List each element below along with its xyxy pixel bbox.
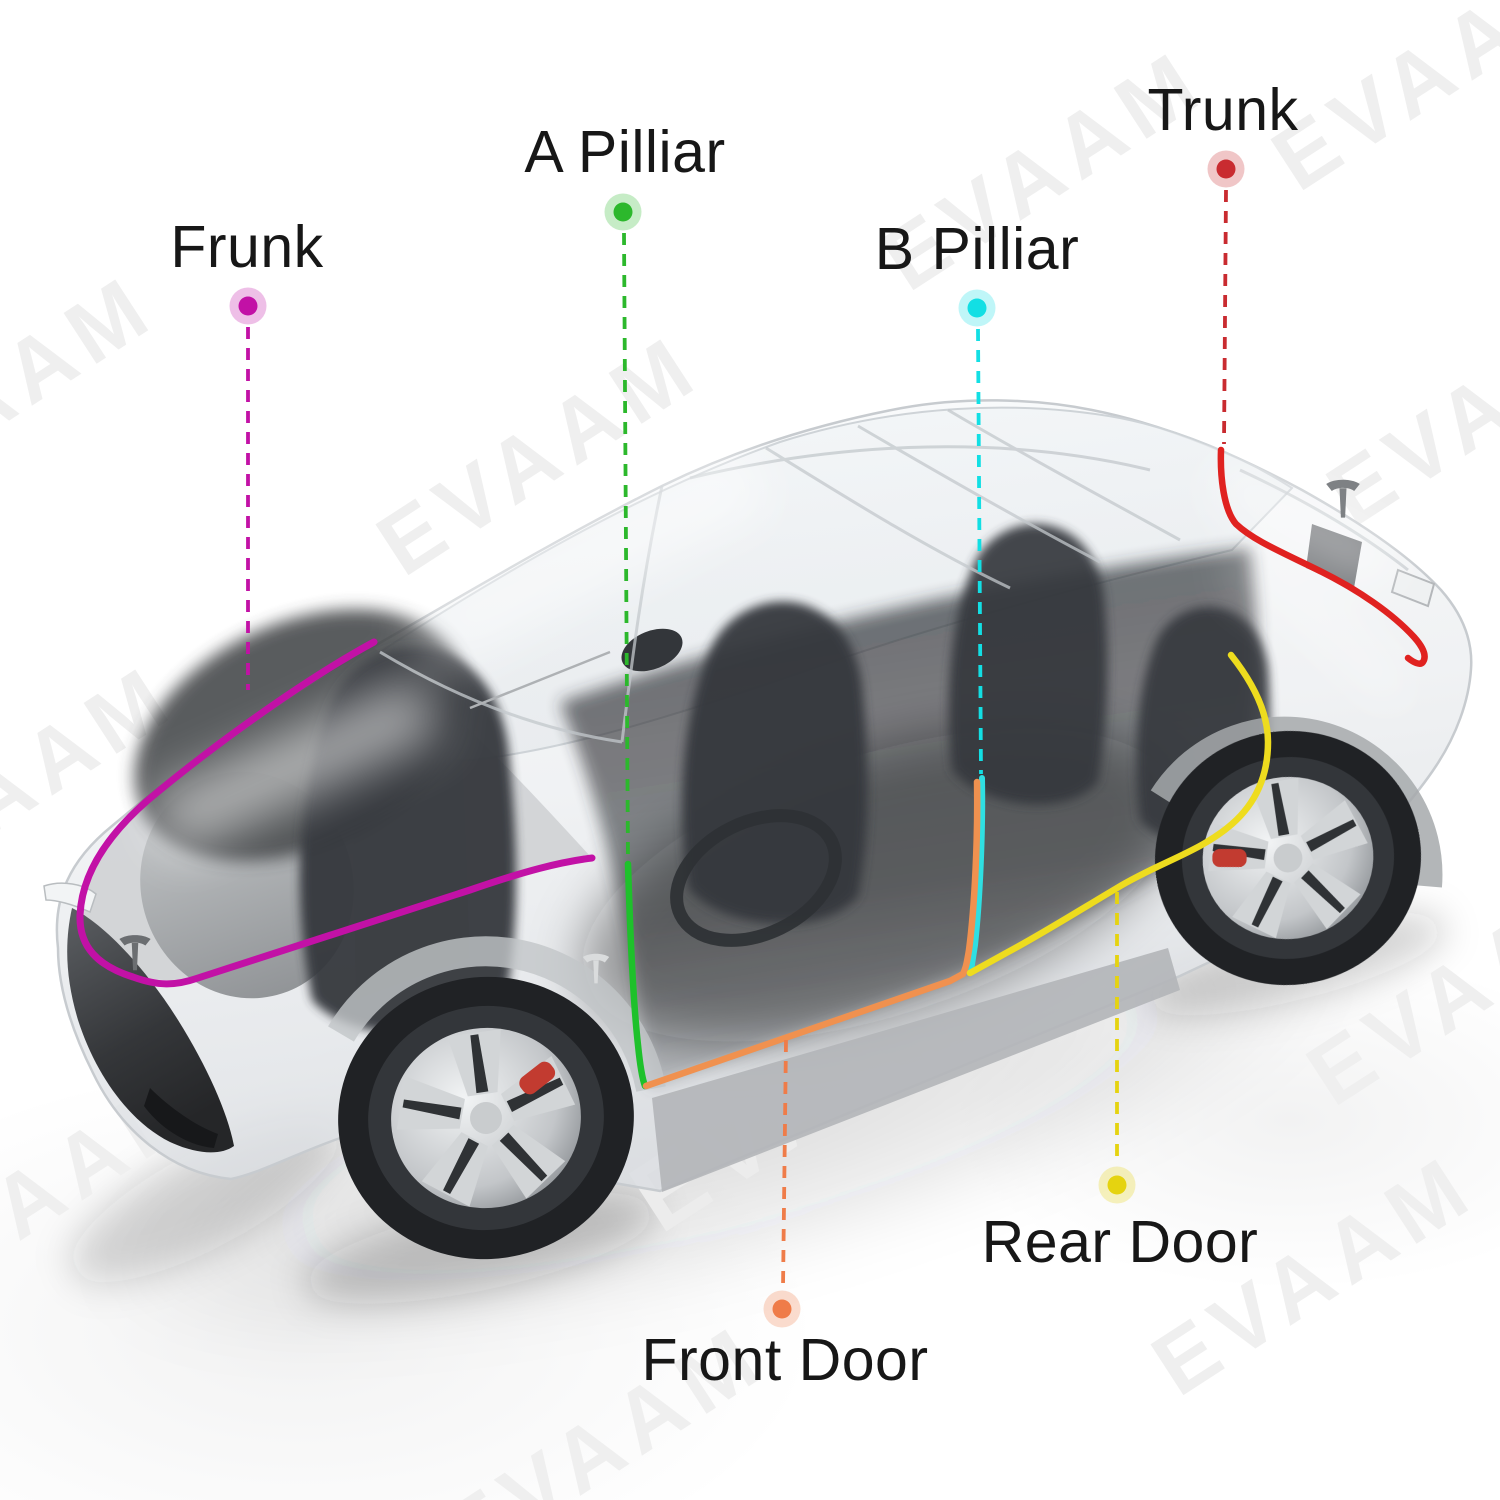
callout-label-a-pillar: A Pilliar: [524, 119, 725, 185]
callout-a-pillar: A Pilliar: [524, 119, 725, 863]
front-door-seal: [642, 778, 981, 1090]
callout-dot-rear-door: [1107, 1175, 1127, 1195]
a-pillar-seal: [624, 860, 649, 1090]
front-brake-caliper: [519, 1061, 556, 1095]
rear-brake-caliper: [1212, 848, 1247, 868]
callout-line-b-pillar: [976, 328, 983, 775]
callout-dot-frunk: [238, 296, 258, 316]
cabin-floor-shadow: [582, 728, 1178, 1042]
callout-dot-trunk: [1216, 159, 1236, 179]
callout-b-pillar: B Pilliar: [875, 216, 1080, 775]
rear-door-seal: [966, 651, 1272, 977]
frunk-seal: [76, 638, 596, 988]
callout-front-door: Front Door: [642, 1039, 929, 1393]
callout-frunk: Frunk: [170, 214, 323, 690]
tesla-logo-door: [582, 953, 610, 984]
callout-label-front-door: Front Door: [642, 1327, 929, 1393]
callout-rear-door: Rear Door: [982, 892, 1259, 1275]
bumper-slot: [144, 1088, 218, 1148]
rear-wheel-spokes: [1207, 777, 1368, 939]
front-fender-band: [328, 936, 666, 1092]
b-pillar-seal: [968, 775, 986, 973]
seal-lines: [76, 446, 1428, 1090]
callout-line-trunk: [1222, 189, 1228, 445]
seat-rear-left: [948, 524, 1108, 805]
callout-dot-front-door: [772, 1299, 792, 1319]
gloss-highlights: [146, 436, 1412, 858]
callout-dot-a-pillar: [613, 202, 633, 222]
callout-label-frunk: Frunk: [170, 214, 323, 280]
wiper: [469, 650, 611, 710]
seat-front-right: [682, 601, 868, 924]
taillight: [1390, 568, 1436, 608]
steering-wheel: [670, 809, 842, 947]
callout-label-trunk: Trunk: [1147, 77, 1298, 143]
trunk-seal: [1217, 446, 1428, 667]
callout-label-b-pillar: B Pilliar: [875, 216, 1080, 282]
tesla-logo-rear-fender: [1326, 479, 1360, 518]
callout-dot-b-pillar: [967, 298, 987, 318]
tesla-logo-frunk: [119, 935, 151, 971]
front-wheel: [338, 976, 634, 1260]
rear-wheel: [1154, 730, 1422, 986]
callout-label-rear-door: Rear Door: [982, 1209, 1259, 1275]
callout-trunk: Trunk: [1147, 77, 1298, 445]
